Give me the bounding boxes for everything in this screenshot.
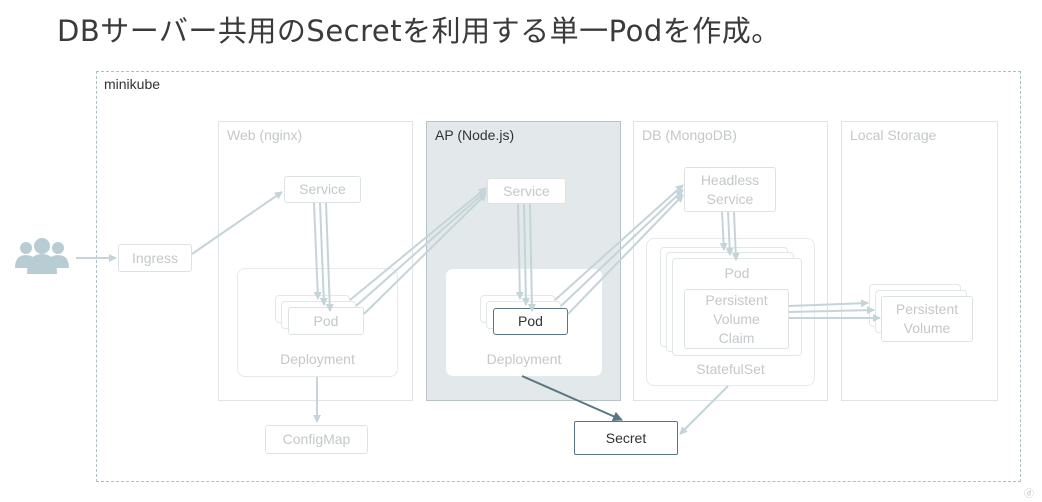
pvc-line2: Volume <box>713 310 760 327</box>
arrow-pvc-pv-1 <box>788 299 869 308</box>
headless-service-line2: Service <box>706 190 754 207</box>
pv-box[interactable]: Persistent Volume <box>881 296 973 342</box>
web-pod-box[interactable]: Pod <box>288 307 364 335</box>
pv-line2: Volume <box>903 320 951 336</box>
arrow-headless-pod-2 <box>725 211 734 256</box>
arrow-ap-deployment-secret <box>521 375 623 421</box>
arrow-ap-pod-headless-3 <box>567 194 684 315</box>
headless-service-box[interactable]: Headless Service <box>684 167 776 212</box>
zone-storage-label: Local Storage <box>850 127 937 143</box>
headless-service-line1: Headless <box>700 171 760 188</box>
arrow-ap-pod-headless-2 <box>560 189 684 307</box>
pvc-box[interactable]: Persistent Volume Claim <box>684 289 789 349</box>
web-service-box[interactable]: Service <box>284 176 361 203</box>
corner-logo-icon: ⓓ <box>1024 489 1034 500</box>
secret-box[interactable]: Secret <box>574 421 678 455</box>
arrow-web-service-pod-1 <box>313 202 322 300</box>
arrow-web-pod-ap-service-3 <box>363 193 487 315</box>
page-title: DBサーバー共用のSecretを利用する単一Podを作成。 <box>57 14 781 48</box>
arrow-ap-service-pod-2 <box>521 203 530 306</box>
arrow-headless-pod-1 <box>719 211 728 251</box>
ap-pod-box[interactable]: Pod <box>493 308 568 335</box>
statefulset-label: StatefulSet <box>696 361 765 377</box>
ap-deployment-label: Deployment <box>486 351 562 367</box>
arrow-headless-pod-3 <box>731 211 740 261</box>
zone-storage: Local Storage <box>841 121 998 401</box>
arrow-statefulset-secret <box>679 385 729 435</box>
arrow-web-service-pod-3 <box>325 202 334 312</box>
arrow-pvc-pv-2 <box>788 306 875 315</box>
cluster-boundary <box>96 71 1021 482</box>
arrow-web-service-pod-2 <box>319 202 328 306</box>
arrow-ap-service-pod-1 <box>515 203 524 300</box>
web-deployment-label: Deployment <box>280 351 355 367</box>
zone-web-label: Web (nginx) <box>227 127 303 143</box>
arrow-ap-service-pod-3 <box>527 203 536 312</box>
pvc-line3: Claim <box>718 329 755 346</box>
pv-line1: Persistent <box>895 301 959 317</box>
configmap-box[interactable]: ConfigMap <box>265 425 368 454</box>
arrow-web-pod-ap-service-1 <box>349 187 487 301</box>
arrow-ingress-web-service <box>191 191 283 255</box>
ingress-box[interactable]: Ingress <box>118 244 192 272</box>
pvc-line1: Persistent <box>705 291 768 308</box>
arrow-ap-pod-headless-1 <box>554 184 684 301</box>
users-icon <box>15 238 69 274</box>
zone-db-label: DB (MongoDB) <box>642 127 737 143</box>
arrow-web-pod-ap-service-2 <box>355 190 487 307</box>
cluster-label: minikube <box>104 76 161 92</box>
zone-ap-label: AP (Node.js) <box>435 127 515 143</box>
ap-service-box[interactable]: Service <box>487 178 566 204</box>
db-pod-label: Pod <box>724 265 750 281</box>
